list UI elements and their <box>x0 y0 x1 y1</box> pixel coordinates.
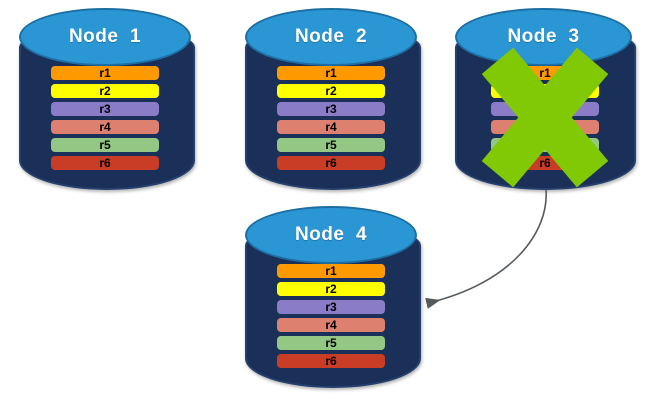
node-3-row-r1[interactable]: r1 <box>491 66 599 80</box>
node-4-row-r5[interactable]: r5 <box>277 336 385 350</box>
node-4-row-r4[interactable]: r4 <box>277 318 385 332</box>
node-3-row-r5[interactable]: r5 <box>491 138 599 152</box>
transfer-arrow <box>425 189 547 309</box>
node-3-row-r3[interactable]: r3 <box>491 102 599 116</box>
node-4-row-r6[interactable]: r6 <box>277 354 385 368</box>
node-3[interactable]: Node 3 r1 r2 r3 r4 r5 r6 <box>455 8 636 190</box>
node-2-rows: r1 r2 r3 r4 r5 r6 <box>277 66 385 170</box>
node-4-row-r3[interactable]: r3 <box>277 300 385 314</box>
node-1[interactable]: Node 1 r1 r2 r3 r4 r5 r6 <box>19 8 195 190</box>
node-4-cylinder-top <box>245 206 417 264</box>
node-1-row-r6[interactable]: r6 <box>51 156 159 170</box>
node-1-rows: r1 r2 r3 r4 r5 r6 <box>51 66 159 170</box>
node-2-title: Node 2 <box>294 26 368 47</box>
node-1-row-r3[interactable]: r3 <box>51 102 159 116</box>
node-2-row-r3[interactable]: r3 <box>277 102 385 116</box>
node-1-row-r5[interactable]: r5 <box>51 138 159 152</box>
node-2-row-r6[interactable]: r6 <box>277 156 385 170</box>
node-3-row-r4[interactable]: r4 <box>491 120 599 134</box>
node-3-rows: r1 r2 r3 r4 r5 r6 <box>491 66 599 170</box>
node-3-title: Node 3 <box>507 26 580 47</box>
node-1-cylinder-top <box>19 8 191 66</box>
node-3-row-r6[interactable]: r6 <box>491 156 599 170</box>
node-1-row-r4[interactable]: r4 <box>51 120 159 134</box>
node-4-row-r1[interactable]: r1 <box>277 264 385 278</box>
node-2-row-r1[interactable]: r1 <box>277 66 385 80</box>
node-1-title: Node 1 <box>68 26 142 47</box>
node-2-row-r2[interactable]: r2 <box>277 84 385 98</box>
node-2-cylinder-top <box>245 8 417 66</box>
node-2[interactable]: Node 2 r1 r2 r3 r4 r5 r6 <box>245 8 421 190</box>
node-4-row-r2[interactable]: r2 <box>277 282 385 296</box>
node-2-row-r4[interactable]: r4 <box>277 120 385 134</box>
node-4-rows: r1 r2 r3 r4 r5 r6 <box>277 264 385 368</box>
node-3-row-r2[interactable]: r2 <box>491 84 599 98</box>
node-2-row-r5[interactable]: r5 <box>277 138 385 152</box>
node-4[interactable]: Node 4 r1 r2 r3 r4 r5 r6 <box>245 206 421 388</box>
node-1-row-r1[interactable]: r1 <box>51 66 159 80</box>
node-4-title: Node 4 <box>294 224 368 245</box>
node-1-row-r2[interactable]: r2 <box>51 84 159 98</box>
